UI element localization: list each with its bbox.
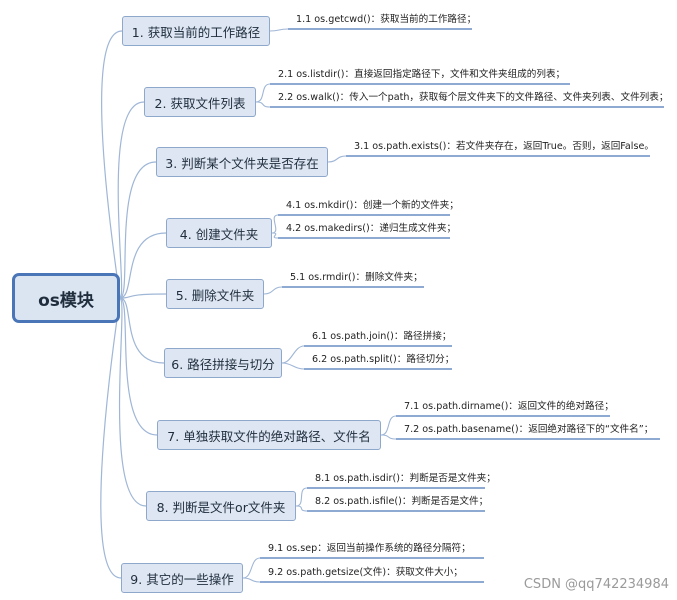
branch-connector-4 [119,232,167,299]
leaf-connector-8-1 [295,487,308,507]
root-node[interactable]: os模块 [12,273,120,323]
leaf-connector-7-2 [380,434,397,440]
leaf-connector-6-1 [281,345,305,364]
leaf-item-7-2[interactable]: 7.2 os.path.basename()：返回绝对路径下的“文件名”； [404,424,654,435]
branch-node-6[interactable]: 6. 路径拼接与切分 [164,348,282,378]
leaf-item-4-1[interactable]: 4.1 os.mkdir()：创建一个新的文件夹； [286,200,459,211]
leaf-item-6-2[interactable]: 6.2 os.path.split()：路径切分； [312,354,455,365]
leaf-connector-9-2 [242,577,261,583]
leaf-item-2-1[interactable]: 2.1 os.listdir()：直接返回指定路径下，文件和文件夹组成的列表； [278,69,566,80]
branch-node-1[interactable]: 1. 获取当前的工作路径 [122,16,270,46]
leaf-connector-6-2 [281,362,305,370]
leaf-item-5-1[interactable]: 5.1 os.rmdir()：删除文件夹； [290,272,423,283]
branch-connector-8 [118,297,147,507]
leaf-item-9-1[interactable]: 9.1 os.sep：返回当前操作系统的路径分隔符； [268,543,471,554]
branch-node-2[interactable]: 2. 获取文件列表 [144,87,256,117]
leaf-connector-2-1 [255,83,271,103]
leaf-connector-8-2 [295,505,308,512]
leaf-item-1-1[interactable]: 1.1 os.getcwd()：获取当前的工作路径； [296,14,477,25]
leaf-item-6-1[interactable]: 6.1 os.path.join()：路径拼接； [312,331,452,342]
branch-node-5[interactable]: 5. 删除文件夹 [166,279,264,309]
leaf-item-7-1[interactable]: 7.1 os.path.dirname()：返回文件的绝对路径； [404,401,614,412]
branch-node-4[interactable]: 4. 创建文件夹 [166,218,272,248]
leaf-item-2-2[interactable]: 2.2 os.walk()：传入一个path，获取每个层文件夹下的文件路径、文件… [278,92,669,103]
branch-node-3[interactable]: 3. 判断某个文件夹是否存在 [156,147,328,177]
branch-connector-2 [117,101,145,299]
leaf-connector-4-1 [271,214,279,234]
watermark: CSDN @qq742234984 [523,577,669,592]
leaf-item-8-1[interactable]: 8.1 os.path.isdir()：判断是否是文件夹； [315,473,496,484]
leaf-connector-1-1 [269,28,289,32]
leaf-item-3-1[interactable]: 3.1 os.path.exists()：若文件夹存在，返回True。否则，返回… [354,141,654,152]
branch-connector-5 [119,293,167,299]
leaf-connector-9-1 [242,557,261,579]
branch-connector-7 [119,297,158,436]
leaf-item-8-2[interactable]: 8.2 os.path.isfile()：判断是否是文件； [315,496,489,507]
leaf-item-4-2[interactable]: 4.2 os.makedirs()：递归生成文件夹； [286,223,457,234]
branch-connector-6 [119,297,165,364]
leaf-connector-7-1 [380,415,397,436]
branch-node-8[interactable]: 8. 判断是文件or文件夹 [146,491,296,521]
leaf-connector-4-2 [271,232,279,239]
leaf-connector-2-2 [255,101,271,108]
leaf-item-9-2[interactable]: 9.2 os.path.getsize(文件)：获取文件大小； [268,567,463,578]
leaf-connector-3-1 [327,155,347,163]
branch-connector-9 [100,297,122,579]
branch-connector-3 [119,161,157,299]
branch-node-7[interactable]: 7. 单独获取文件的绝对路径、文件名 [157,420,381,450]
leaf-connector-5-1 [263,286,283,295]
branch-node-9[interactable]: 9. 其它的一些操作 [121,563,243,593]
